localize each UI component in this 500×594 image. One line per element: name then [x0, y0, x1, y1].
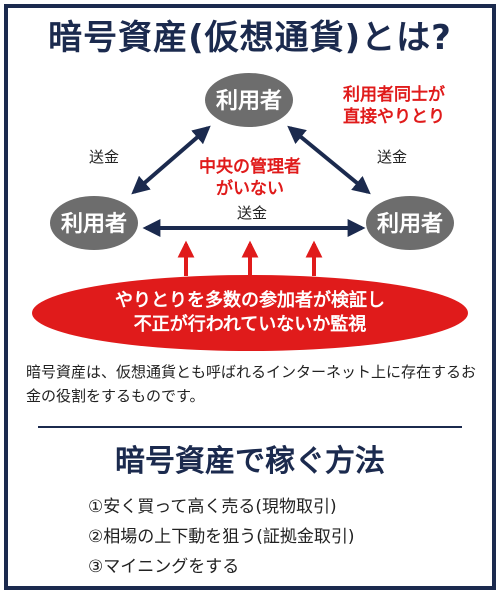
crypto-network-diagram: 送金 送金 送金 利用者 利用者 利用者 利用者同士が 直接やりとり 中央の管理…	[32, 73, 468, 351]
user-node-left: 利用者	[50, 196, 138, 250]
edge-label-left: 送金	[89, 148, 119, 166]
arrow-top-left	[131, 125, 211, 195]
edge-label-right: 送金	[377, 148, 407, 166]
method-list: ①安く買って高く売る(現物取引) ②相場の上下動を狙う(証拠金取引) ③マイニン…	[88, 492, 468, 582]
verification-ellipse: やりとりを多数の参加者が検証し 不正が行われていないか監視	[32, 275, 468, 351]
svg-text:利用者: 利用者	[377, 212, 443, 237]
user-node-top: 利用者	[205, 73, 293, 127]
method-item: ②相場の上下動を狙う(証拠金取引)	[88, 527, 355, 547]
section-title: 暗号資産で稼ぐ方法	[115, 444, 385, 479]
method-item: ①安く買って高く売る(現物取引)	[88, 497, 337, 517]
user-node-right: 利用者	[366, 196, 454, 250]
page-title: 暗号資産(仮想通貨)とは?	[48, 18, 452, 58]
verify-text-line2: 不正が行われていないか監視	[134, 313, 367, 335]
svg-text:利用者: 利用者	[61, 212, 127, 237]
arrow-top-right	[287, 125, 371, 195]
note-no-admin-line1: 中央の管理者	[199, 156, 301, 177]
method-item: ③マイニングをする	[88, 557, 240, 577]
svg-text:利用者: 利用者	[216, 89, 282, 114]
edge-label-bottom: 送金	[237, 204, 267, 222]
note-peer-to-peer-line1: 利用者同士が	[343, 84, 445, 105]
description-text: 暗号資産は、仮想通貨とも呼ばれるインターネット上に存在するお金の役割をするもので…	[26, 363, 477, 405]
verify-text-line1: やりとりを多数の参加者が検証し	[115, 289, 385, 311]
section-divider	[38, 426, 462, 428]
note-peer-to-peer-line2: 直接やりとり	[343, 106, 445, 127]
note-no-admin-line2: がいない	[216, 178, 284, 199]
infographic-card: 暗号資産(仮想通貨)とは? 送金 送金 送金 利用者 利用者	[4, 4, 496, 590]
